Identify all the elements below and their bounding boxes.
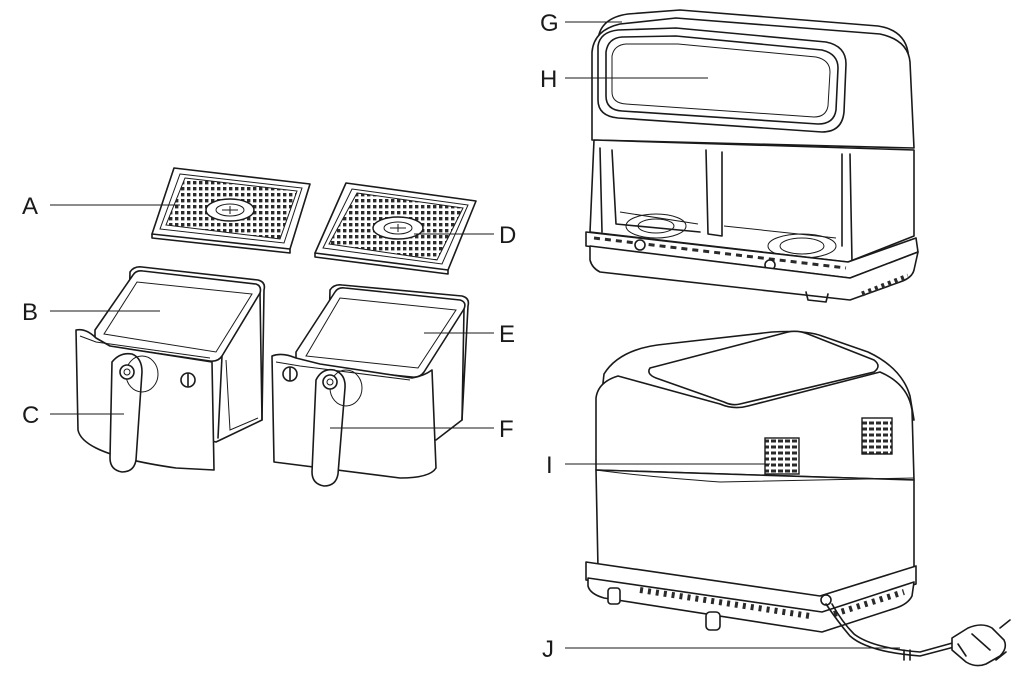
label-g: G <box>540 10 559 37</box>
power-cord <box>825 603 959 661</box>
label-b: B <box>22 299 38 326</box>
label-d: D <box>499 222 516 249</box>
crisper-plate-right <box>314 182 477 275</box>
label-j: J <box>542 636 554 663</box>
leader-lines <box>50 21 900 649</box>
label-e: E <box>499 321 515 348</box>
label-h: H <box>540 66 557 93</box>
main-unit-front <box>585 9 919 303</box>
crisper-plate-left <box>151 167 311 254</box>
power-plug <box>951 619 1011 667</box>
main-unit-rear <box>585 330 1011 667</box>
label-c: C <box>22 402 39 429</box>
label-f: F <box>499 416 514 443</box>
label-i: I <box>546 452 553 479</box>
drawer-right <box>271 284 470 487</box>
drawer-left <box>75 266 266 473</box>
air-vent-right <box>861 417 893 455</box>
part-labels: A B C D E F G H I J <box>22 10 559 663</box>
label-a: A <box>22 193 38 220</box>
air-vent-left <box>764 437 800 475</box>
